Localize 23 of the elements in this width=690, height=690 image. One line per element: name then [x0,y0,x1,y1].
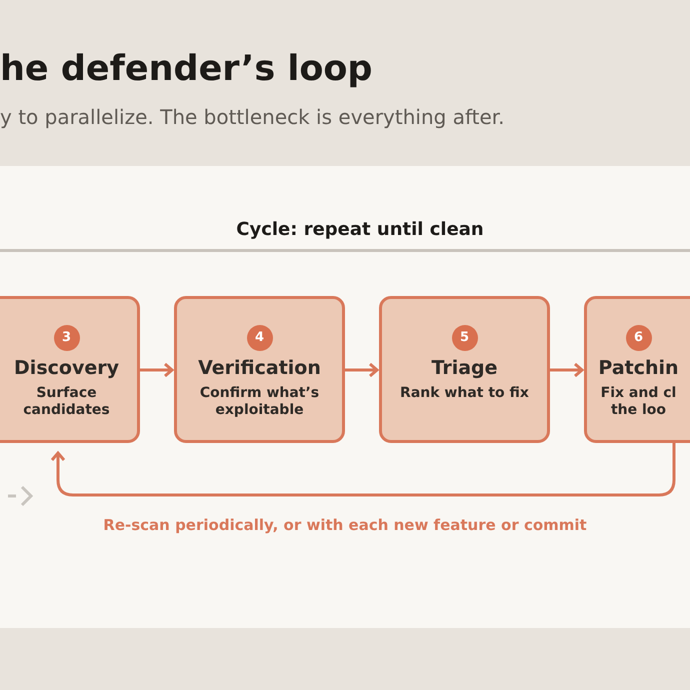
subtitle: y to parallelize. The bottleneck is everything after. [0,104,505,131]
step-description: Surface candidates [22,384,111,419]
step-description: Rank what to fix [399,384,530,402]
step-title: Patchin [598,357,679,381]
arrow [550,362,584,378]
step-number-badge: 4 [246,325,272,351]
title: he defender’s loop [0,52,372,87]
step-number-badge: 3 [54,325,80,351]
process-box [584,296,690,443]
step-title: Verification [198,357,321,381]
process-box [379,296,550,443]
process-box [174,296,345,443]
process-box [0,296,140,443]
step-description: Confirm what’s exploitable [198,384,320,419]
step-title: Discovery [14,357,119,381]
arrow [50,443,676,496]
arrow [345,362,378,378]
step-title: Triage [431,357,498,381]
cycle-label: Cycle: repeat until clean [235,218,485,242]
step-number-badge: 5 [452,325,478,351]
step-number-badge: 6 [626,325,652,351]
step-description: Fix and cl the loo [600,384,678,419]
arrow [140,362,174,378]
